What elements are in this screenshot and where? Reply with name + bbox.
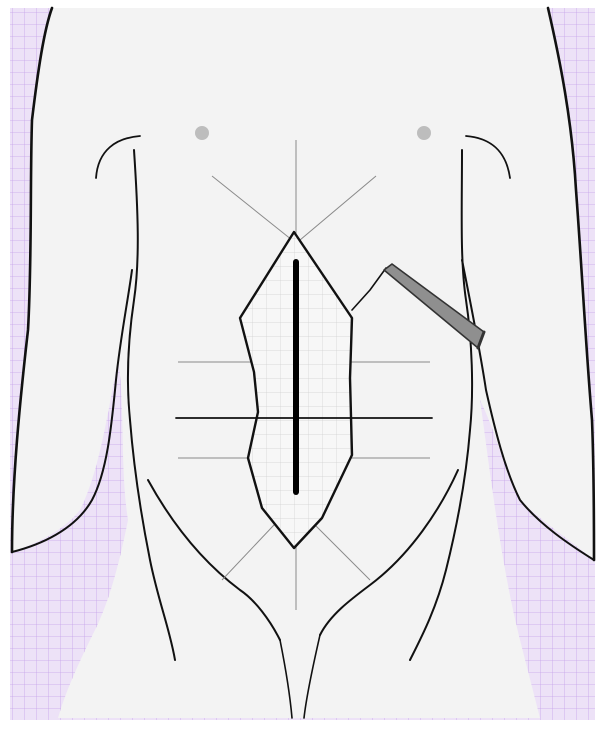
left-nipple-icon xyxy=(195,126,209,140)
right-nipple-icon xyxy=(417,126,431,140)
